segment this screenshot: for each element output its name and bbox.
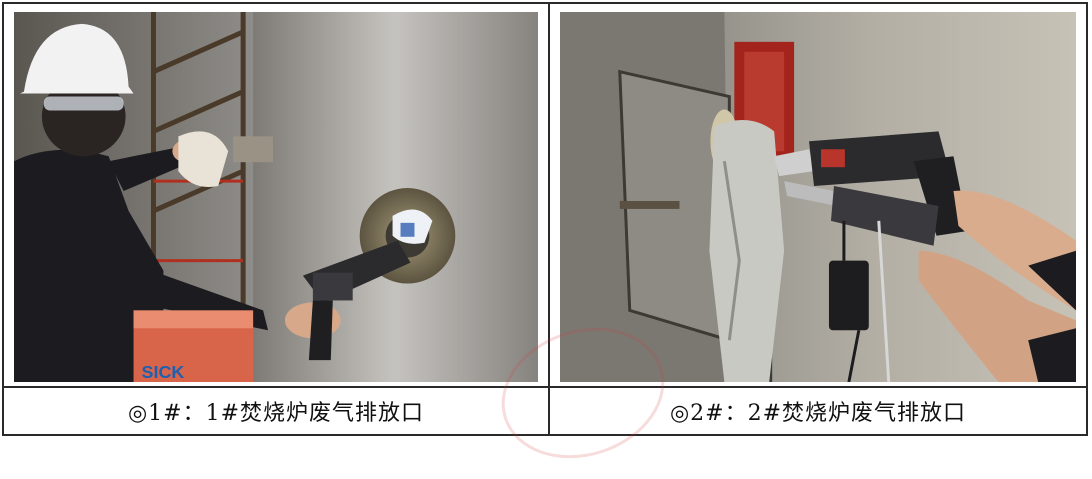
photo-1-image: SICK [14, 12, 538, 382]
caption-cell-1: ◎1#：1#焚烧炉废气排放口 [4, 388, 550, 434]
photo-2-caption: ◎2#：2#焚烧炉废气排放口 [669, 401, 967, 426]
caption-cell-2: ◎2#：2#焚烧炉废气排放口 [550, 388, 1086, 434]
photo-table: SICK [2, 2, 1088, 436]
box-brand-text: SICK [142, 362, 185, 382]
photo-2-incinerator-exhaust [560, 12, 1076, 382]
photo-2-image [560, 12, 1076, 382]
photo-cell-1: SICK [4, 4, 550, 388]
photo-1-incinerator-exhaust: SICK [14, 12, 538, 382]
photo-cell-2 [550, 4, 1086, 388]
photo-1-caption: ◎1#：1#焚烧炉废气排放口 [127, 401, 425, 426]
